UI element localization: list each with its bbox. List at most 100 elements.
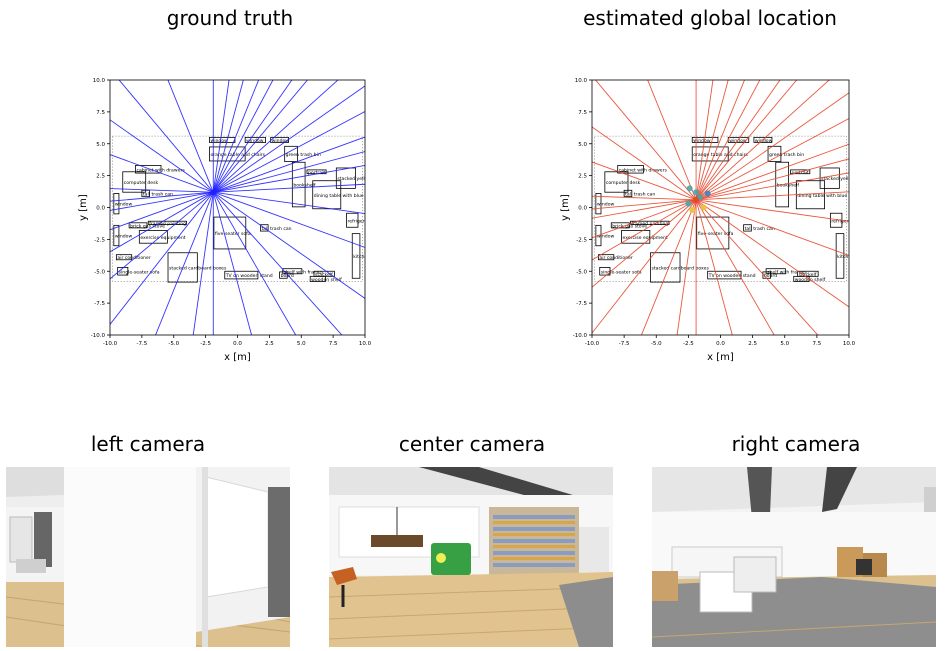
x-tick-label: -2.5: [683, 341, 694, 347]
left-camera-view: [6, 467, 290, 647]
ray-line: [110, 188, 214, 193]
ray-line: [640, 199, 697, 335]
furniture-label: tall trash can: [261, 226, 291, 232]
ray-line: [213, 191, 365, 299]
y-tick-label: 10.0: [575, 78, 588, 84]
axes-frame: [591, 79, 850, 336]
furniture-label: portrait: [792, 170, 809, 176]
furniture-box: [113, 224, 120, 247]
ray-line: [212, 80, 309, 193]
ray-line: [213, 136, 365, 193]
furniture-label: cabinet with drawers: [619, 167, 668, 173]
furniture-label: single-seater sofa: [601, 269, 642, 275]
furniture-box: [309, 275, 326, 282]
furniture-label: refrigerator: [831, 218, 857, 224]
furniture-box: [835, 233, 845, 279]
y-tick-label: -2.5: [94, 237, 105, 243]
x-tick-label: -5.0: [651, 341, 662, 347]
furniture-label: board: [281, 273, 294, 279]
x-tick-label: -2.5: [200, 341, 211, 347]
ray-line: [695, 143, 849, 201]
furniture-label: window: [115, 202, 133, 208]
furniture-box: [117, 267, 129, 276]
y-tick-label: 10.0: [93, 78, 106, 84]
estimate-point: [686, 185, 693, 192]
furniture-label: window: [115, 234, 133, 240]
furniture-label: air conditioner: [599, 255, 633, 261]
x-tick-label: 2.5: [265, 341, 274, 347]
ray-line: [213, 151, 365, 193]
furniture-box: [147, 220, 187, 225]
ray-line: [167, 80, 214, 193]
ray-line: [213, 191, 365, 248]
ray-line: [592, 195, 697, 201]
furniture-box: [260, 224, 269, 232]
furniture-box: [312, 180, 342, 210]
x-tick-label: 2.5: [748, 341, 757, 347]
furniture-box: [650, 252, 681, 283]
furniture-box: [209, 136, 236, 143]
furniture-label: dining table with blue chairs: [314, 193, 380, 199]
x-axis-label: x [m]: [224, 352, 251, 363]
ray-line: [213, 164, 365, 193]
furniture-label: refrigerator: [348, 218, 374, 224]
ray-line: [695, 80, 761, 201]
y-tick-label: 2.5: [96, 174, 105, 180]
ray-line: [110, 191, 214, 253]
y-tick-label: 2.5: [578, 174, 587, 180]
y-tick-label: 7.5: [96, 110, 105, 116]
furniture-label: single-seater sofa: [119, 269, 160, 275]
ray-line: [110, 191, 214, 202]
furniture-label: stacked cardboard boxes: [169, 265, 227, 271]
furniture-box: [113, 193, 120, 215]
furniture-label: stackelf: [799, 272, 817, 278]
estimate-point: [685, 200, 692, 207]
x-tick-label: 7.5: [813, 341, 822, 347]
ray-line: [695, 80, 798, 201]
furniture-label: stackelf: [315, 272, 333, 278]
y-tick-label: 0.0: [96, 206, 105, 212]
ray-line: [695, 199, 819, 335]
ray-line: [592, 199, 697, 261]
ray-line: [213, 191, 365, 214]
ray-line: [212, 80, 274, 193]
estimate-point: [689, 207, 696, 214]
furniture-box: [790, 169, 811, 175]
furniture-label: dining table with blue chairs: [797, 193, 863, 199]
furniture-label: stacked yellow buckets: [337, 176, 391, 182]
estimated-location-title: estimated global location: [583, 6, 837, 30]
furniture-label: tall trash can: [745, 226, 775, 232]
ray-line: [696, 191, 849, 201]
y-tick-label: -10.0: [91, 333, 106, 339]
ray-line: [212, 192, 253, 335]
ray-line: [594, 80, 697, 201]
ray-line: [592, 199, 697, 210]
furniture-box: [346, 212, 359, 228]
ray-line: [213, 183, 365, 193]
furniture-label: brick gas stove: [612, 223, 647, 229]
furniture-box: [128, 222, 148, 229]
ray-line: [592, 199, 697, 239]
ray-line: [592, 199, 697, 288]
furniture-label: TV on wooden stand: [708, 273, 756, 279]
y-tick-label: 0.0: [578, 206, 587, 212]
furniture-box: [167, 252, 198, 283]
furniture-label: kitchen unit: [353, 254, 380, 260]
ray-line: [110, 191, 214, 280]
furniture-label: tall trash can: [625, 191, 655, 197]
furniture-label: window: [729, 138, 747, 144]
left-camera-title: left camera: [90, 432, 206, 456]
y-tick-label: -5.0: [576, 269, 587, 275]
furniture-label: portrait: [308, 170, 325, 176]
right-camera-view: [652, 467, 936, 647]
x-tick-label: 5.0: [780, 341, 789, 347]
furniture-label: window: [693, 138, 711, 144]
furniture-box: [623, 189, 633, 198]
ray-line: [212, 191, 297, 335]
furniture-label: stacked yellow buckets: [821, 176, 875, 182]
ray-line: [213, 111, 365, 193]
furniture-label: framed painting: [632, 221, 669, 227]
furniture-label: computer desk: [124, 180, 159, 186]
